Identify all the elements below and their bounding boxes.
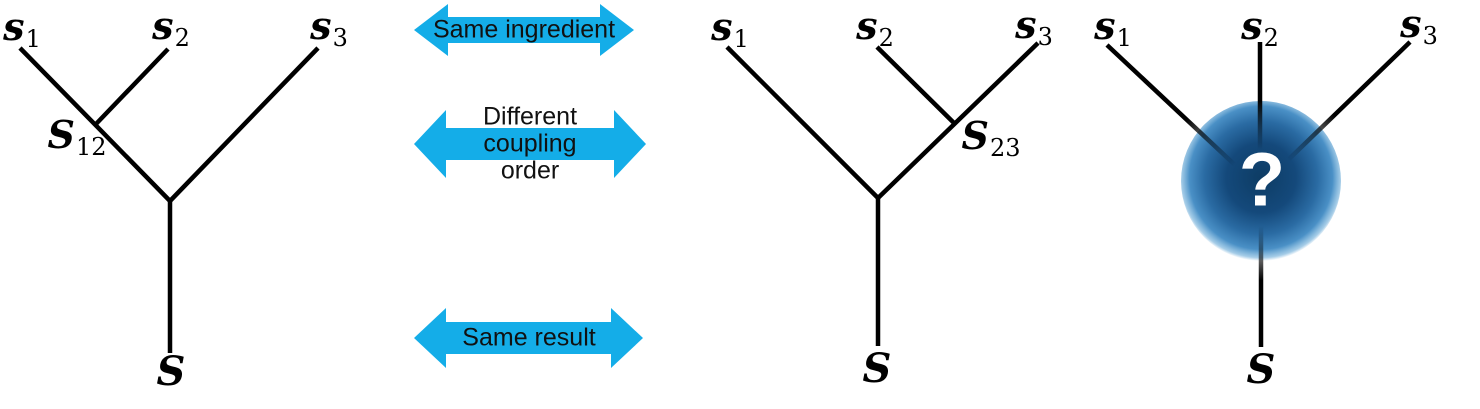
tree-12-label-s2: s2 bbox=[152, 3, 190, 53]
unknown-question-mark: ? bbox=[1238, 137, 1286, 223]
same-result-label: Same result bbox=[462, 323, 596, 352]
tree-12-label-s1: s1 bbox=[3, 4, 41, 54]
tree-unknown-label-s2: s2 bbox=[1241, 3, 1279, 53]
tree-unknown-label-s1: s1 bbox=[1094, 3, 1132, 53]
tree-23-label-s3: s3 bbox=[1015, 2, 1053, 52]
tree-23-label-s2: s2 bbox=[856, 3, 894, 53]
tree-unknown-label-s3: s3 bbox=[1400, 1, 1438, 51]
tree-12-edge-s2 bbox=[94, 47, 170, 126]
tree-unknown-edge-s3 bbox=[1286, 40, 1412, 162]
tree-23-label-s1: s1 bbox=[711, 4, 749, 54]
relation-arrows bbox=[414, 4, 646, 368]
tree-23-edges bbox=[725, 41, 1040, 346]
tree-23-edge-s2 bbox=[875, 45, 956, 125]
tree-unknown-graphics bbox=[1105, 40, 1412, 347]
tree-23-label-total: S bbox=[862, 345, 892, 392]
tree-12-edge-s3 bbox=[168, 46, 320, 203]
tree-23-edge-s3 bbox=[876, 41, 1040, 200]
different-coupling-order-arrow bbox=[414, 110, 646, 178]
tree-23-label-coupled-pair: S23 bbox=[961, 113, 1021, 163]
tree-12-label-coupled-pair: S12 bbox=[47, 112, 107, 162]
same-ingredient-arrow bbox=[414, 4, 634, 56]
tree-12-label-total: S bbox=[156, 348, 186, 395]
same-ingredient-label: Same ingredient bbox=[432, 15, 616, 44]
tree-23-edge-s1 bbox=[725, 45, 880, 200]
different-coupling-order-label: Different coupling order bbox=[482, 102, 578, 185]
tree-unknown-label-total: S bbox=[1246, 346, 1276, 393]
unknown-coupling-blob bbox=[1181, 101, 1341, 261]
tree-12-edges bbox=[18, 46, 320, 353]
tree-12-edge-s1 bbox=[18, 46, 172, 203]
tree-unknown-edge-s1 bbox=[1105, 43, 1237, 167]
same-result-arrow bbox=[414, 308, 643, 368]
tree-12-label-s3: s3 bbox=[310, 3, 348, 53]
